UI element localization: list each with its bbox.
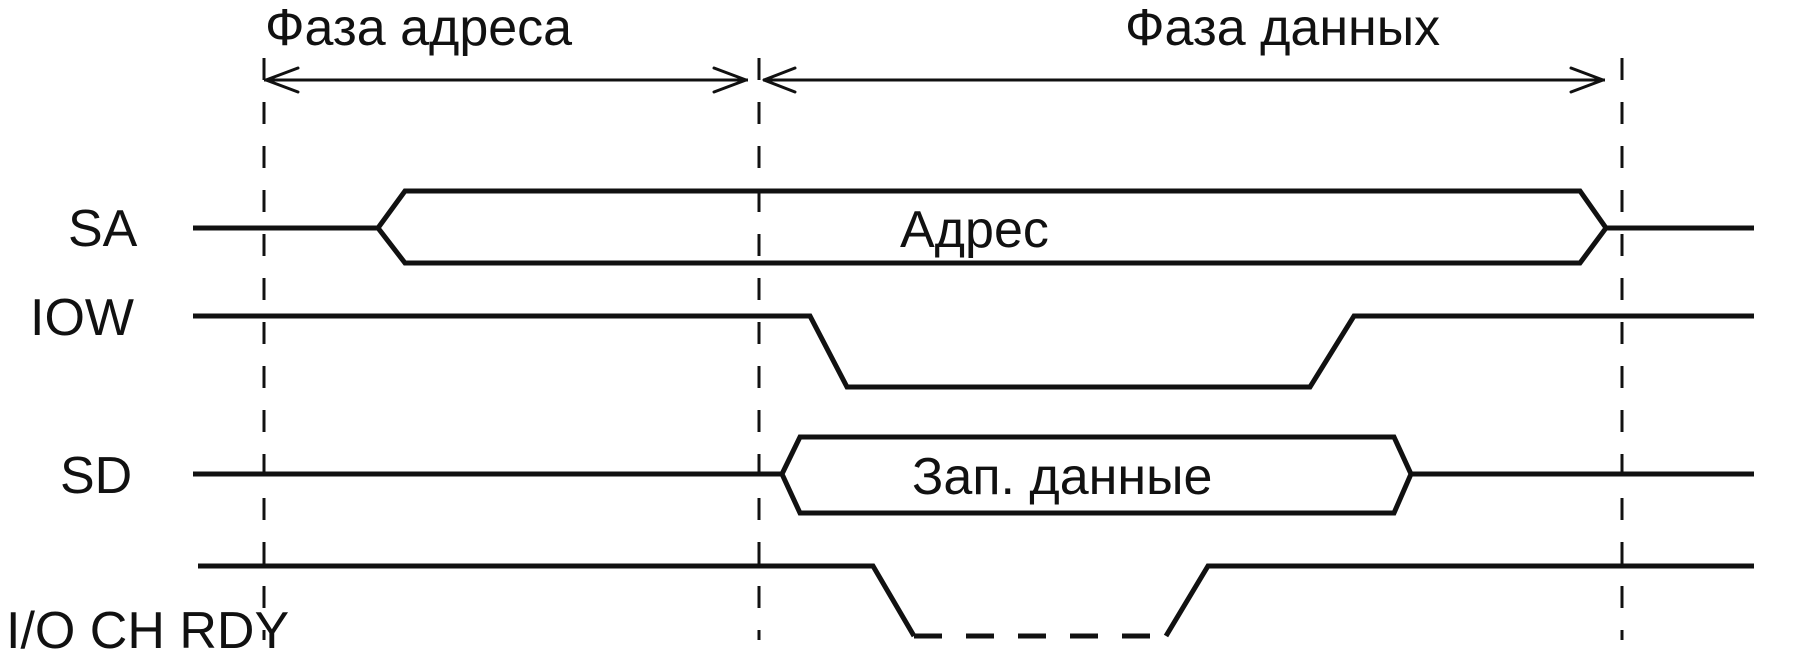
sa-bus-value: Адрес (900, 201, 1049, 259)
arrow-head-left-icon (264, 66, 300, 94)
address-phase-label: Фаза адреса (265, 0, 572, 57)
arrow-head-right-icon (712, 66, 748, 94)
signal-label-iow: IOW (30, 289, 134, 347)
arrow-head-left-icon (762, 66, 797, 94)
arrow-head-right-icon (1569, 66, 1605, 94)
waveform-iow (193, 313, 1754, 390)
waveform-io-ch-rdy (198, 563, 1754, 639)
signal-label-sa: SA (68, 200, 138, 258)
waveform-sa (193, 188, 1754, 266)
data-phase-arrow (762, 66, 1605, 94)
sd-bus-value: Зап. данные (912, 448, 1212, 506)
signal-label-sd: SD (60, 447, 132, 505)
address-phase-arrow (264, 66, 748, 94)
data-phase-label: Фаза данных (1125, 0, 1440, 57)
signal-label-io-ch-rdy: I/O CH RDY (6, 602, 289, 655)
waveform-sd (193, 434, 1754, 516)
